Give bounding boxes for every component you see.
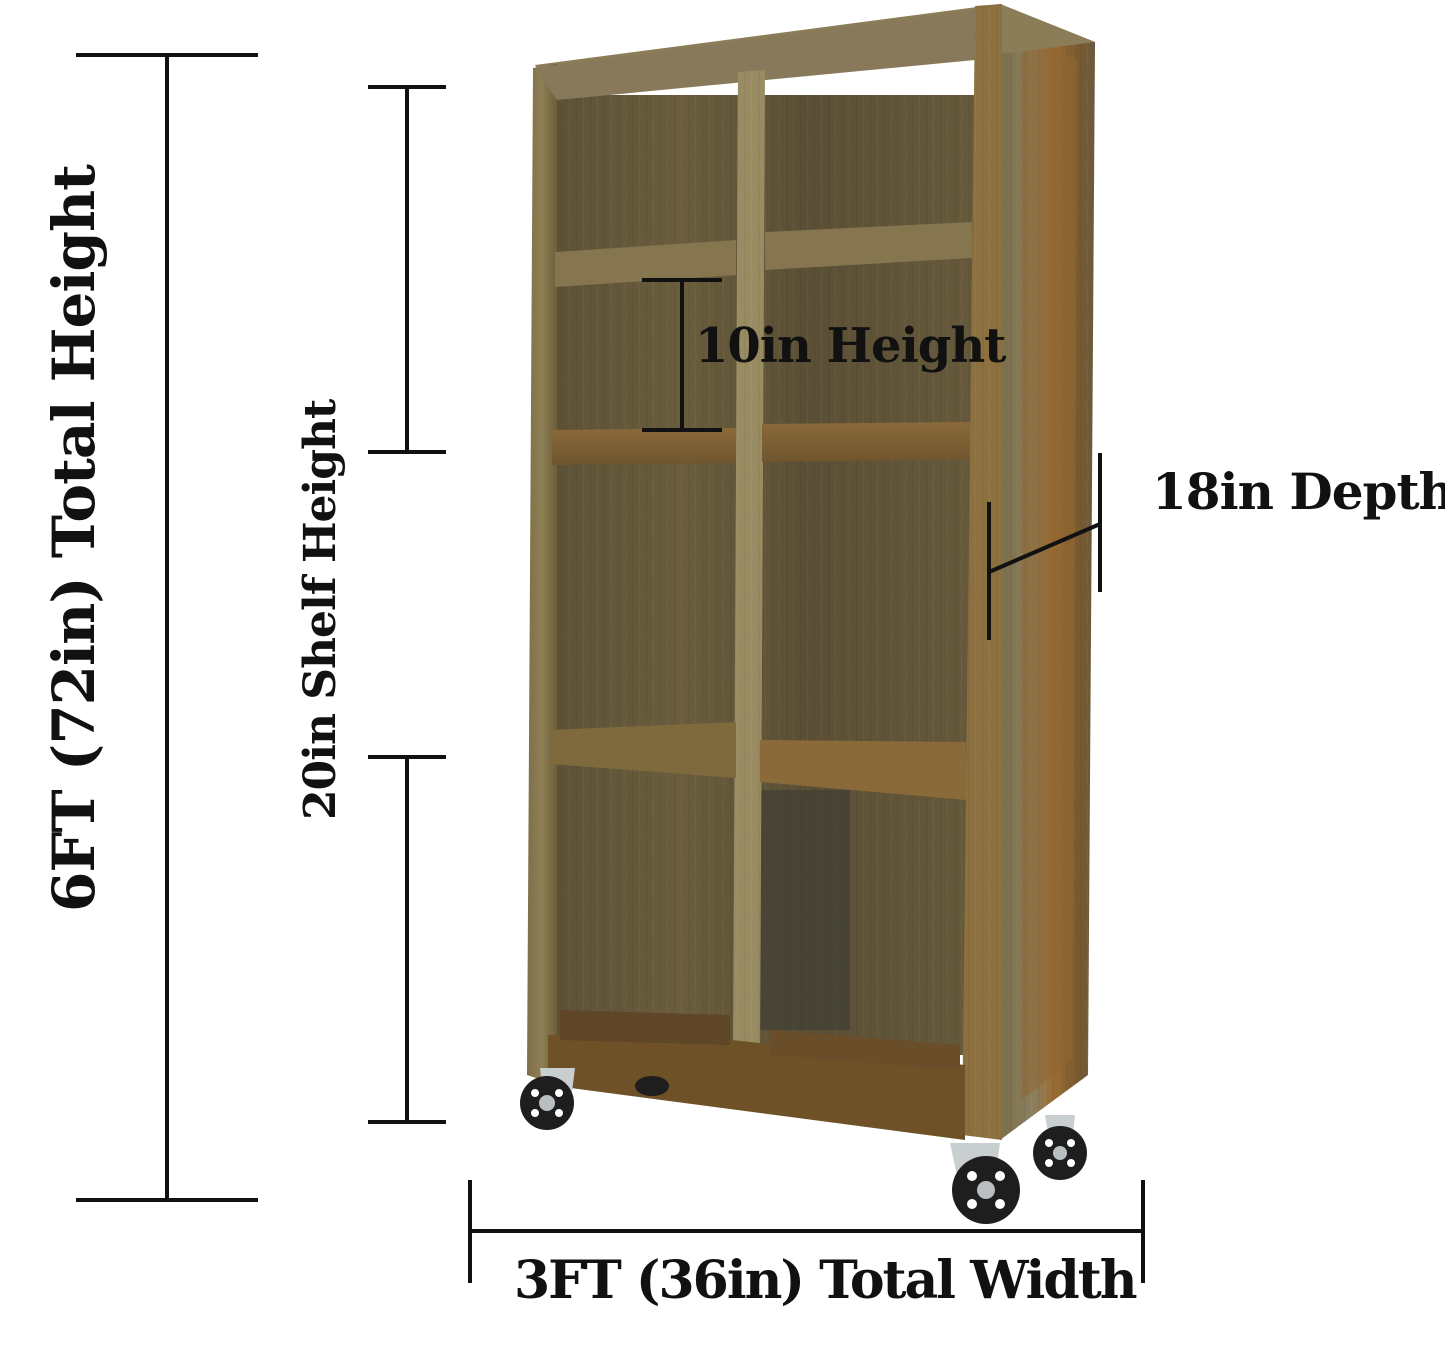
total-height-label: 6FT (72in) Total Height [40, 165, 108, 912]
caster-back-left [635, 1076, 669, 1096]
dimension-lines [76, 53, 1145, 1283]
caster-front-right [950, 1143, 1020, 1224]
shelf-height-marker-upper [368, 85, 446, 454]
depth-label: 18in Depth [1152, 462, 1445, 521]
total-width-label: 3FT (36in) Total Width [514, 1250, 1138, 1311]
total-height-marker [76, 53, 258, 1202]
shelf-height-marker-lower [368, 755, 446, 1124]
casters [520, 1068, 1087, 1224]
top-rail [535, 10, 975, 100]
depth-marker [987, 453, 1102, 640]
caster-front-left [520, 1068, 575, 1130]
left-stile [527, 64, 557, 1085]
shelves [548, 222, 972, 1140]
caster-back-right [1033, 1115, 1087, 1180]
compartment-height-marker [642, 278, 722, 432]
shelf-height-label: 20in Shelf Height [295, 399, 346, 820]
compartment-height-label: 10in Height [695, 318, 1006, 374]
side-panel [1000, 4, 1095, 1140]
total-width-marker [468, 1180, 1145, 1283]
